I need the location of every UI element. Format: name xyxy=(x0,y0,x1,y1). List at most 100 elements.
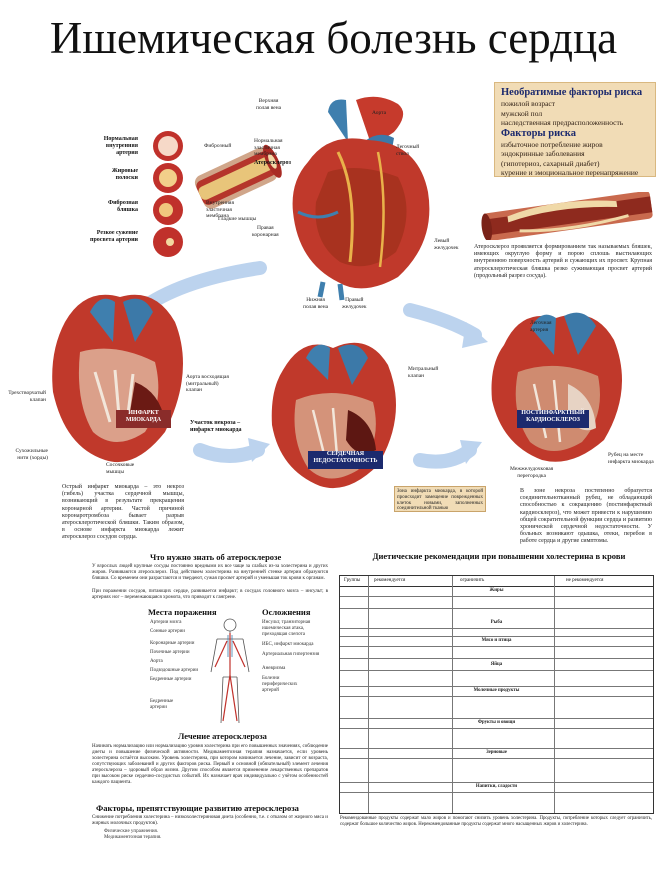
complications-list: Инсульт, транзиторная ишемическая атака,… xyxy=(262,620,328,694)
row-divider xyxy=(340,728,653,729)
heart-label-rv: Правый желудочек xyxy=(342,297,367,310)
label-scar: Рубец на месте инфаркта миокарда xyxy=(608,452,654,465)
section-heading-atherosclerosis: Что нужно знать об атеросклерозе xyxy=(150,552,282,562)
heart-label: желудочек xyxy=(434,244,459,251)
heart-infarction-illustration xyxy=(52,294,184,463)
artery-label: Фиброзная xyxy=(107,200,138,206)
label-fatty-streak: Жировые полоски xyxy=(98,168,138,182)
cross-label-group: Нормальная эластичная мембрана xyxy=(254,138,283,158)
row-divider xyxy=(340,646,653,647)
risk-item: наследственная предрасположенность xyxy=(501,118,624,127)
heart-label: полая вена xyxy=(256,104,282,111)
label-normal-artery: Нормальная внутренняя артерия xyxy=(98,136,138,157)
badge-myocardial-infarction: ИНФАРКТ МИОКАРДА xyxy=(116,410,171,428)
artery-label: Жировые xyxy=(111,168,138,174)
place-item: артерии xyxy=(150,705,167,710)
heart-label: коронарная xyxy=(252,231,279,238)
table-divider xyxy=(554,576,555,813)
heart-label-ivc: Нижняя полая вена xyxy=(303,297,328,310)
cross-label-group: Внутренняя эластичная мембрана xyxy=(206,200,234,220)
heading-places: Места поражения xyxy=(148,607,217,617)
label-septum: Межжелудочковая перегородка xyxy=(510,466,553,479)
artery-label: полоски xyxy=(115,175,138,181)
artery-label: Нормальная xyxy=(103,136,138,142)
heart-label: клапан xyxy=(408,372,425,379)
heart-label: Сосочковые xyxy=(106,462,135,468)
heart-label: Аорта восходящая xyxy=(186,374,229,380)
group-label: Мясо и птица xyxy=(481,638,512,643)
complication-item: периферических xyxy=(262,682,298,687)
col-header: Группы xyxy=(344,578,361,583)
heart-label: (митральный) xyxy=(186,380,219,387)
heart-label-rca: Правая коронарная xyxy=(252,225,279,238)
label-narrowing: Резкое сужение просвета артерии xyxy=(86,230,138,244)
row-divider xyxy=(340,670,653,671)
risk-item: мужской пол xyxy=(501,108,543,118)
complication-item: Аневризма xyxy=(262,666,286,671)
cross-label: мембрана xyxy=(254,151,277,157)
row-divider xyxy=(340,718,653,719)
col-header: ограничить xyxy=(460,578,485,583)
col-header: не рекомендуется xyxy=(566,578,604,583)
place-item: Сонные артерии xyxy=(150,629,185,634)
heart-label: Правый xyxy=(345,297,364,303)
risk-item: курение и эмоциональное перенапряжение xyxy=(501,168,639,177)
artery-rings-illustration xyxy=(153,131,183,257)
heart-label: Межжелудочковая xyxy=(510,466,554,472)
cross-label-atherosclerosis: Атеросклероз xyxy=(254,160,291,166)
risk-factors-box: Необратимые факторы риска пожилой возрас… xyxy=(494,82,656,177)
body-figure-illustration xyxy=(210,618,250,724)
heart-label: клапан xyxy=(186,387,203,393)
row-divider xyxy=(340,686,653,687)
heading-diet: Диетические рекомендации при повышении х… xyxy=(372,551,626,561)
row-divider xyxy=(340,628,653,629)
table-divider xyxy=(452,576,453,813)
artery-cross-sections: Нормальная внутренняя артерия Жировые по… xyxy=(90,130,168,250)
row-divider xyxy=(340,748,653,749)
heart-label: ствол xyxy=(396,150,409,157)
label-mitral-valve: Митральный клапан xyxy=(408,366,438,379)
group-label: Рыба xyxy=(490,620,503,625)
complication-item: преходящая слепота xyxy=(262,632,305,637)
complication-item: Болезни xyxy=(262,676,280,681)
group-label: Зерновые xyxy=(486,750,507,755)
label-pulmonary-artery: Легочная артерия xyxy=(530,320,552,333)
heart-label: Легочная xyxy=(530,320,552,326)
heart-label: Верхняя xyxy=(258,98,279,104)
risk-item: пожилой возраст xyxy=(501,99,556,108)
place-item: Почечные артерии xyxy=(150,650,190,655)
atherosclerosis-description: Атеросклероз проявляется формированием т… xyxy=(474,244,652,279)
page-title: Ишемическая болезнь сердца xyxy=(49,13,618,63)
heart-label: нити (хорды) xyxy=(17,454,48,461)
badge-text: СЕРДЕЧНАЯ НЕДОСТАТОЧНОСТЬ xyxy=(313,451,378,464)
diet-table: Группы рекомендуется ограничить не реком… xyxy=(339,575,654,814)
place-item: Подвздошные артерии xyxy=(150,668,199,673)
heart-label: Легочный xyxy=(396,144,420,150)
diet-footer: Рекомендованные продукты содержат мало ж… xyxy=(340,816,652,827)
group-label: Яйца xyxy=(490,662,503,667)
places-list: Артерии мозга Сонные артерии Коронарные … xyxy=(150,620,202,711)
cross-label: эластичная xyxy=(206,206,232,213)
plaque-section-illustration xyxy=(481,192,653,240)
place-item: Коронарные артерии xyxy=(150,641,195,646)
place-item: Аорта xyxy=(150,659,163,664)
heart-label: Левый xyxy=(434,238,450,244)
risk-heading-fixed: Необратимые факторы риска xyxy=(501,87,643,98)
cardiosclerosis-description: В зоне некроза постепенно образуется сое… xyxy=(520,488,652,545)
infarction-zone-note: Зона инфаркта миокарда, в которой происх… xyxy=(394,486,486,512)
badge-cardiosclerosis: ПОСТИНФАРКТНЫЙ КАРДИОСКЛЕРОЗ xyxy=(517,410,589,428)
col-header: рекомендуется xyxy=(374,578,406,583)
row-divider xyxy=(340,758,653,759)
heart-label: мышцы xyxy=(106,468,125,475)
table-divider xyxy=(368,576,369,813)
heart-label: Правая xyxy=(257,225,274,231)
complication-item: ишемическая атака, xyxy=(262,626,305,631)
heart-label: перегородка xyxy=(517,472,546,479)
cross-label: Фиброзный xyxy=(204,143,232,149)
row-divider xyxy=(340,658,653,659)
heart-label: полая вена xyxy=(303,303,329,310)
badge-heart-failure: СЕРДЕЧНАЯ НЕДОСТАТОЧНОСТЬ xyxy=(308,451,383,469)
risk-item: эндокринные заболевания xyxy=(501,149,585,158)
heart-cardiosclerosis-illustration xyxy=(491,312,622,462)
heart-label: Участок некроза – xyxy=(190,420,241,426)
